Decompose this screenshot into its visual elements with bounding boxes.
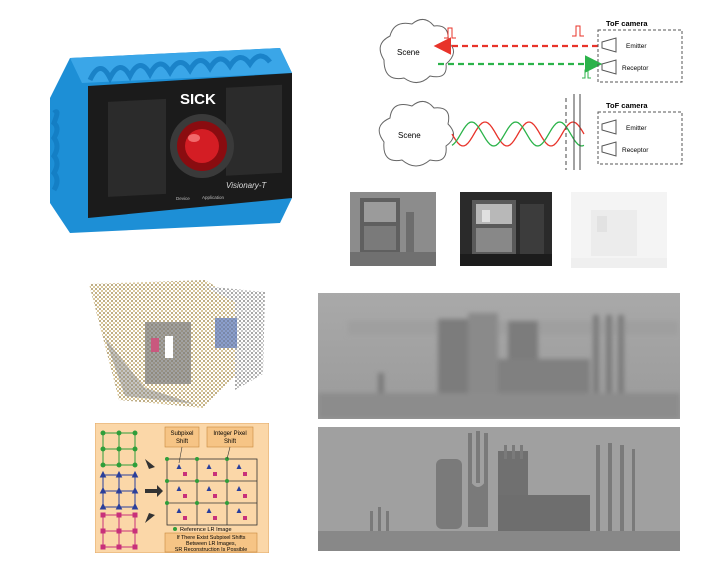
pointer-line <box>178 446 183 464</box>
tof-principle-diagram: Scene ToF camera Emitter Receptor Scene … <box>378 19 683 170</box>
camera-model-text: Visionary-T <box>226 181 267 190</box>
camera-foot <box>252 203 274 213</box>
receptor-label: Receptor <box>622 147 649 154</box>
super-resolution-diagram: Subpixel Shift Integer Pixel Shift Refer… <box>95 423 269 553</box>
depth-image <box>571 192 667 268</box>
camera-foot <box>120 216 142 226</box>
emitter-label: Emitter <box>626 125 647 132</box>
reference-marker <box>173 527 177 531</box>
point-cloud-render <box>89 280 265 408</box>
camera-application-label: Application <box>202 195 225 200</box>
receptor-label: Receptor <box>622 65 649 72</box>
sr-note-line: Between LR Images, <box>186 541 237 547</box>
lr-grid-green <box>100 430 138 468</box>
camera-device-label: Device <box>176 196 190 201</box>
pulse-icon-red <box>572 25 584 37</box>
sr-note-line: SR Reconstruction Is Possible <box>175 547 248 553</box>
pulse-icon-red <box>444 27 456 39</box>
sr-note-box <box>164 532 258 553</box>
camera-lens <box>170 114 234 178</box>
tof-camera-box-top: ToF camera Emitter Receptor <box>597 19 683 83</box>
integer-shift-label: Shift <box>224 439 236 445</box>
combined-hr-grid <box>166 458 258 526</box>
tof-camera-box-bottom: ToF camera Emitter Receptor <box>597 101 683 165</box>
lr-grid-blue <box>99 470 139 510</box>
tof-camera-title: ToF camera <box>606 19 648 28</box>
reference-lr-label: Reference LR Image <box>180 527 232 533</box>
emitter-label: Emitter <box>626 43 647 50</box>
subpixel-shift-label: Shift <box>176 439 188 445</box>
scene-cloud-bottom: Scene <box>378 101 454 167</box>
integer-shift-label: Integer Pixel <box>213 431 246 437</box>
emitted-wave <box>451 121 585 147</box>
sr-note-line: If There Exist Subpixel Shifts <box>177 535 246 541</box>
scene-label-bottom: Scene <box>398 131 421 140</box>
scene-label-top: Scene <box>397 48 420 57</box>
pulse-icon-green <box>582 69 591 79</box>
scene-cloud-top: Scene <box>379 19 454 83</box>
low-resolution-depth-map <box>318 293 680 419</box>
amplitude-image <box>350 192 436 266</box>
lr-grid-magenta <box>100 512 138 550</box>
pointer-line <box>226 446 231 460</box>
tof-camera-photo: SICK Visionary-T Device Application <box>50 48 292 233</box>
tof-camera-title: ToF camera <box>606 101 648 110</box>
subpixel-shift-label: Subpixel <box>170 431 193 437</box>
merge-arrows <box>145 459 163 523</box>
returned-wave <box>451 121 585 147</box>
super-resolved-depth-map <box>318 427 680 551</box>
combined-samples <box>165 457 247 520</box>
camera-brand-text: SICK <box>180 91 216 108</box>
intensity-image <box>460 192 552 266</box>
